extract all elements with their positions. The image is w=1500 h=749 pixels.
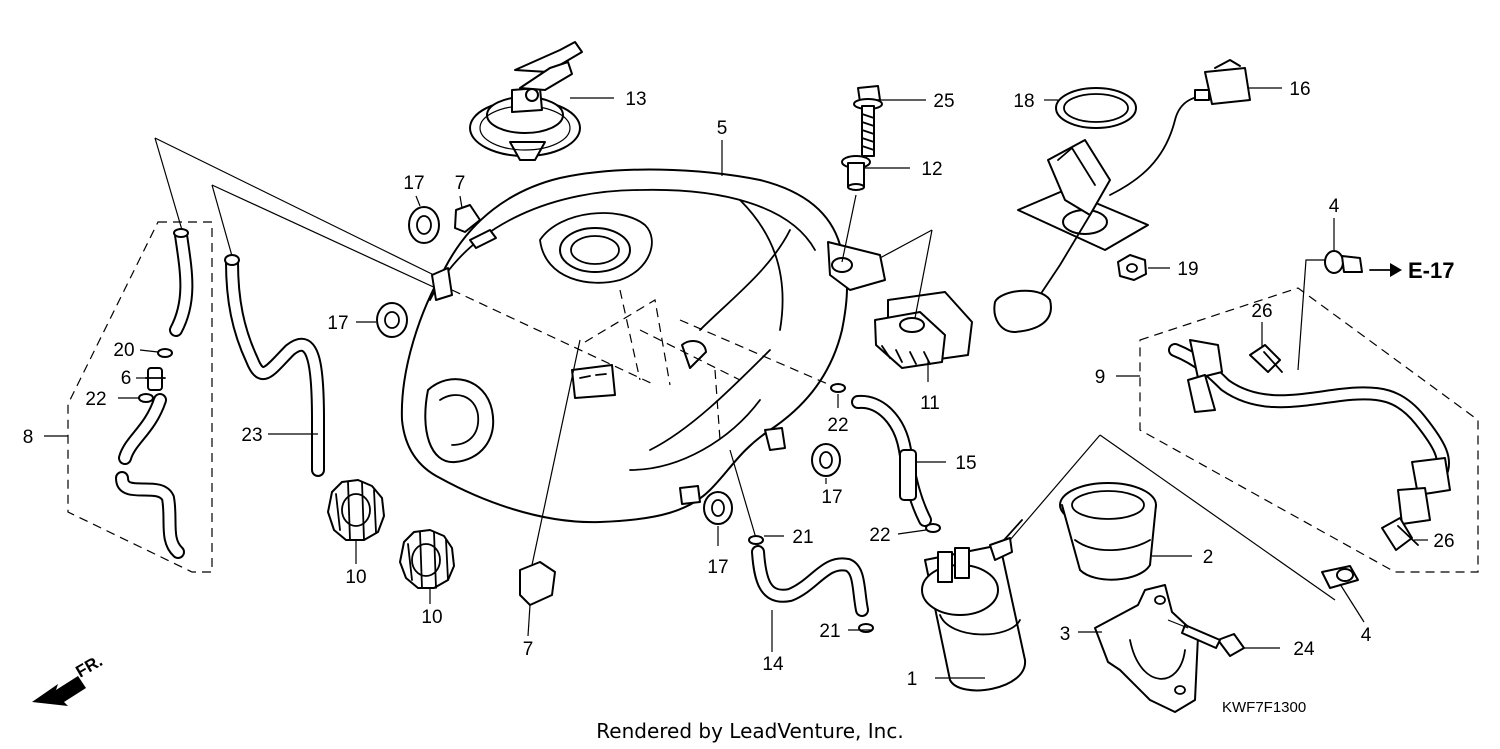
callout-22-left: 22 [85, 389, 106, 410]
callout-6: 6 [121, 368, 132, 389]
drawing-code: KWF7F1300 [1222, 699, 1306, 716]
callout-9: 9 [1095, 367, 1106, 388]
clamp-26-top [1249, 344, 1283, 373]
damper-10-right [399, 529, 455, 589]
callout-4-bottom: 4 [1361, 625, 1372, 646]
clip-21-bottom [858, 623, 874, 633]
callout-10-left: 10 [345, 567, 366, 588]
callout-16: 16 [1289, 79, 1310, 100]
callout-21-bottom: 21 [819, 621, 840, 642]
callout-1: 1 [907, 669, 918, 690]
callout-leader-lines [44, 87, 1428, 679]
callout-12: 12 [921, 159, 942, 180]
grommet-17-top [408, 206, 440, 244]
breather-hose-assembly [115, 228, 194, 559]
clamp-26-bottom [1381, 517, 1419, 551]
clip-21-top [748, 535, 764, 545]
fuel-hose-15 [851, 394, 932, 527]
callout-14: 14 [762, 654, 784, 675]
cushion-7-top [454, 204, 497, 249]
bolt-25 [853, 85, 883, 157]
callout-3: 3 [1060, 624, 1071, 645]
clip-22-left [138, 393, 154, 403]
callout-8: 8 [23, 427, 34, 448]
fuel-level-sender [993, 94, 1216, 333]
front-direction-arrow: FR. [32, 651, 106, 706]
rubber-mount-11 [874, 229, 973, 369]
cushion-7-bottom [519, 339, 581, 606]
callout-26-bottom: 26 [1433, 531, 1454, 552]
pump-bracket-3 [1094, 584, 1199, 713]
callout-17-mid: 17 [821, 487, 842, 508]
clip-22-bottom [925, 523, 941, 533]
callout-24: 24 [1293, 639, 1315, 660]
fuel-pump-1 [921, 434, 1336, 692]
fuel-cap-13 [469, 41, 583, 161]
callout-17-top: 17 [403, 173, 424, 194]
nut-19 [1117, 254, 1147, 281]
pump-seal-2 [1059, 482, 1157, 581]
callout-2: 2 [1203, 547, 1214, 568]
callout-17-left: 17 [327, 313, 348, 334]
callout-7-bottom: 7 [523, 639, 534, 660]
callout-7-top: 7 [455, 173, 466, 194]
callout-5: 5 [717, 118, 728, 139]
callout-4-top: 4 [1329, 196, 1340, 217]
callout-26-top: 26 [1251, 301, 1272, 322]
arrow-e17 [1369, 263, 1402, 277]
callout-23: 23 [241, 425, 262, 446]
callout-15: 15 [955, 453, 976, 474]
callout-21-top: 21 [792, 527, 813, 548]
o-ring-18 [1055, 87, 1137, 129]
callout-25: 25 [933, 91, 954, 112]
overflow-hose-14 [729, 449, 869, 617]
fitting-6 [144, 367, 166, 391]
clip-4-bottom [1321, 565, 1359, 589]
render-credit: Rendered by LeadVenture, Inc. [596, 719, 903, 743]
callout-18: 18 [1013, 91, 1034, 112]
callout-13: 13 [625, 89, 646, 110]
collar-12 [841, 155, 871, 263]
fuel-tank-5 [400, 168, 886, 524]
group-outline-9 [1139, 287, 1479, 573]
grommet-17-left [376, 302, 408, 338]
e17-reference-line [1297, 259, 1330, 371]
fuel-feed-hose-9 [1168, 339, 1451, 525]
group-8-reference-lines [154, 137, 441, 291]
tank-reference-dashes [451, 289, 831, 441]
clip-22-top [830, 383, 846, 393]
drain-hose-23 [224, 254, 325, 477]
callout-17-bottom: 17 [707, 557, 728, 578]
grommet-17-mid [811, 443, 841, 477]
callout-22-top: 22 [827, 415, 848, 436]
clip-20 [157, 348, 173, 358]
reference-e17: E-17 [1408, 258, 1454, 283]
group-outline-8 [67, 221, 213, 573]
callout-11: 11 [920, 393, 940, 414]
clip-4-top [1324, 250, 1363, 274]
connector-16 [1194, 59, 1251, 105]
callout-10-right: 10 [421, 607, 442, 628]
damper-10-left [327, 479, 385, 541]
callout-20: 20 [113, 340, 134, 361]
callout-19: 19 [1177, 259, 1198, 280]
callout-22-bottom: 22 [869, 525, 890, 546]
grommet-17-bottom [703, 491, 733, 525]
